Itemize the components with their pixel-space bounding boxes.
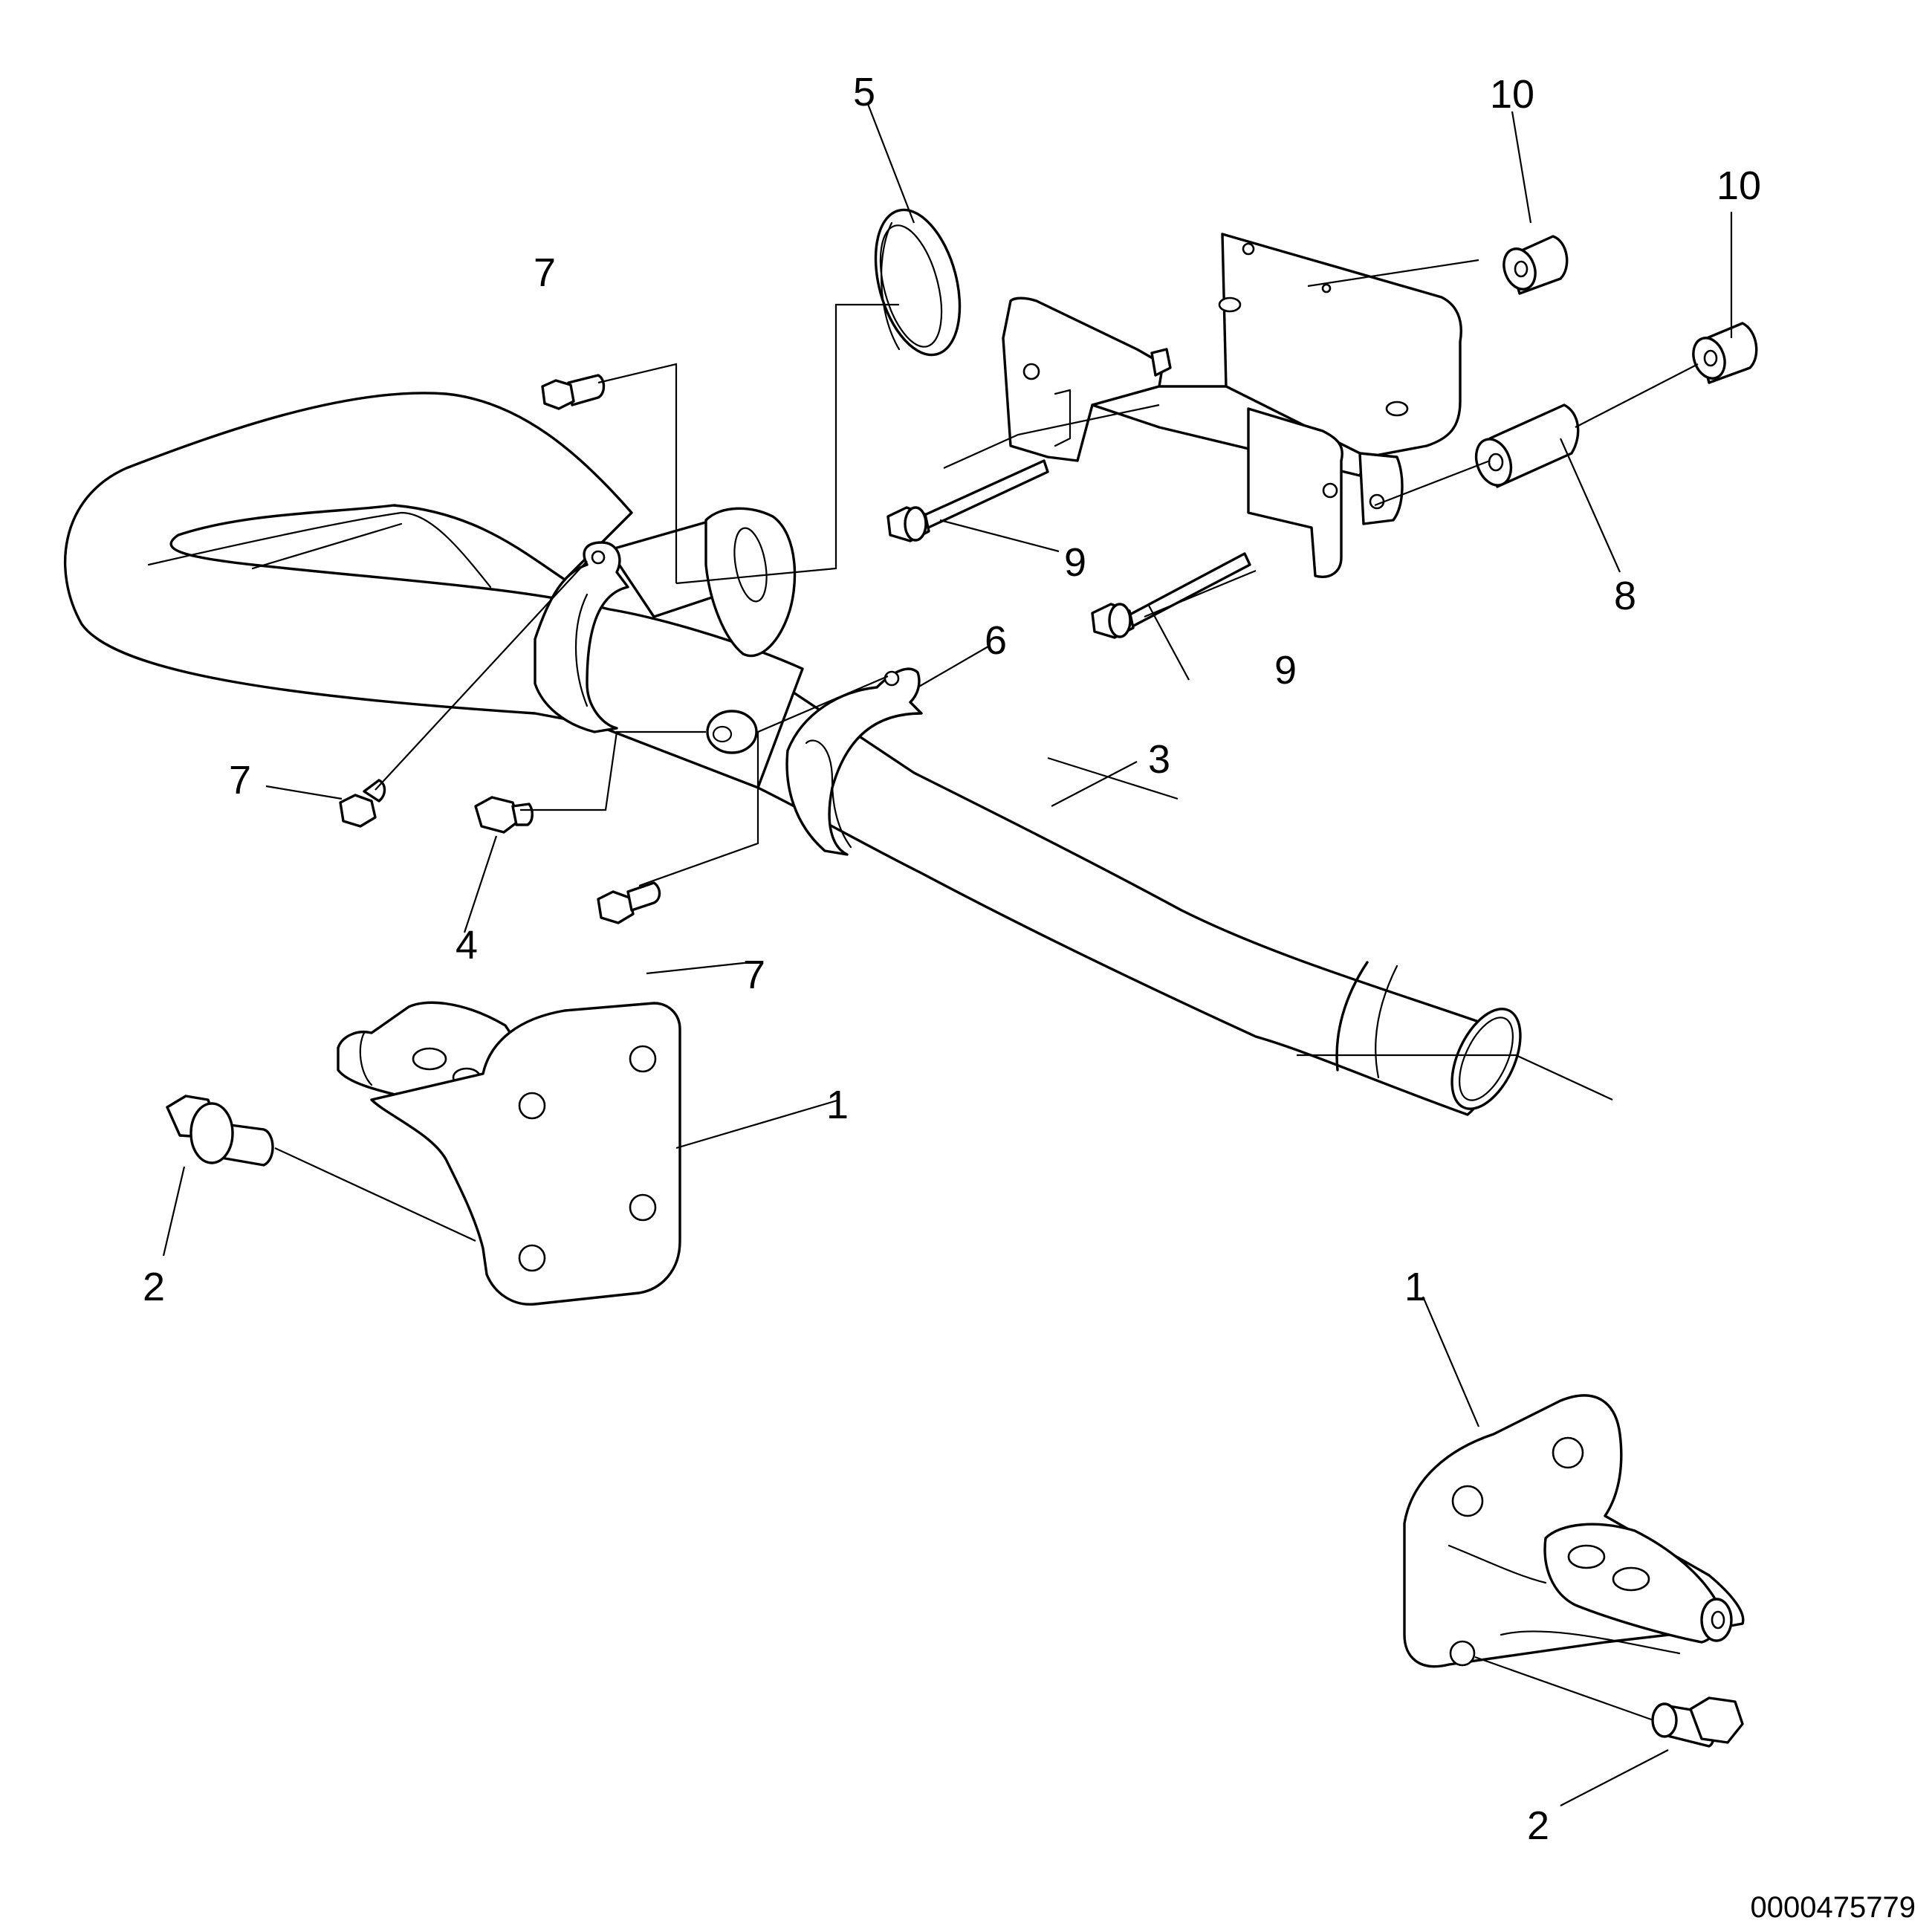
- support-bracket-left: [337, 1001, 681, 1306]
- bolt-2-right: [1651, 1696, 1744, 1748]
- callout-10-right: 10: [1717, 163, 1761, 208]
- spacer-8: [1474, 403, 1580, 488]
- bushing-10-lower: [1692, 322, 1758, 384]
- callout-7-left: 7: [229, 758, 251, 803]
- figure-id: 0000475779: [1751, 1891, 1916, 1924]
- bolt-9-lower: [1091, 552, 1251, 639]
- pipe-assembly: [63, 392, 1522, 1116]
- callout-9-lower: 9: [1274, 648, 1297, 693]
- plug-4: [474, 796, 534, 834]
- callout-10-top: 10: [1490, 72, 1534, 117]
- callout-6: 6: [985, 618, 1007, 663]
- callout-5: 5: [853, 70, 875, 114]
- callout-2-right: 2: [1527, 1803, 1549, 1848]
- bushing-10-upper: [1503, 235, 1569, 295]
- callout-1-left: 1: [826, 1083, 849, 1127]
- bolt-9-upper: [886, 459, 1049, 542]
- callout-1-right: 1: [1404, 1265, 1427, 1309]
- callout-4: 4: [456, 923, 478, 967]
- support-bracket-right: [1403, 1394, 1745, 1668]
- callout-7-lower: 7: [743, 953, 765, 997]
- bolt-7-lower: [597, 881, 661, 924]
- gasket-ring: [874, 208, 962, 357]
- callout-9-upper: 9: [1064, 540, 1086, 585]
- bolt-2-left: [166, 1095, 274, 1167]
- callout-7-top: 7: [534, 250, 556, 295]
- callout-8: 8: [1614, 574, 1636, 618]
- mounting-bracket: [1002, 233, 1462, 578]
- bolt-7-top: [541, 374, 606, 410]
- callout-3: 3: [1148, 737, 1170, 782]
- callout-labels: 5 10 10 7 9 8 6 9 3 7 4 7 1 2 1 2 000047…: [143, 70, 1916, 1924]
- leader-lines: [162, 103, 1733, 1806]
- callout-2-left: 2: [143, 1265, 165, 1309]
